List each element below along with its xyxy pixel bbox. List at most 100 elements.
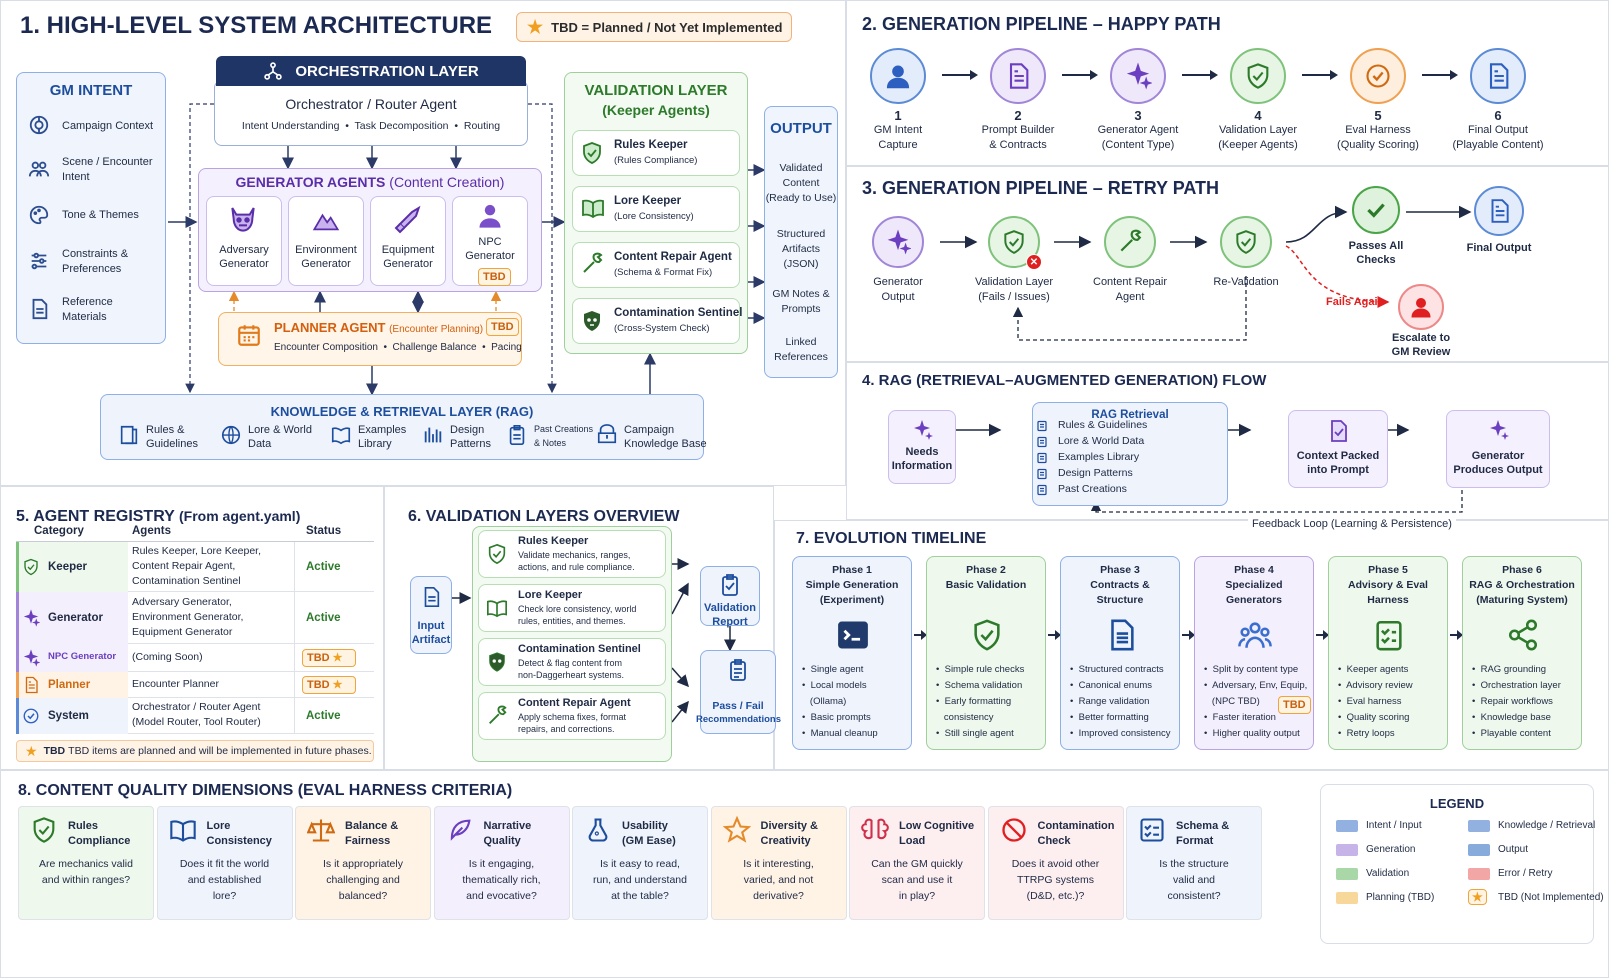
environment-generator-card xyxy=(288,196,364,286)
quality-t1-1: Lore xyxy=(206,820,231,832)
phase-2-h1: Basic Validation xyxy=(945,579,1027,591)
phase-arrow-1 xyxy=(914,630,927,640)
phase-1-bullet-0: Single agent xyxy=(810,664,864,675)
phase-4-bullet-2: (NPC TBD) xyxy=(1211,696,1260,707)
mountain-icon xyxy=(308,206,344,234)
phase-6-bullet-1: Orchestration layer xyxy=(1480,680,1561,691)
phase-6-card xyxy=(1462,556,1582,750)
legend-swatch-6 xyxy=(1336,892,1358,904)
retry-step-3-icon xyxy=(1117,229,1143,255)
orchestration-title: ORCHESTRATION LAYER xyxy=(295,62,479,80)
phase-3-bullet-2: Range validation xyxy=(1078,696,1150,707)
registry-agent-0-0: Rules Keeper, Lore Keeper, xyxy=(132,544,262,557)
equipment-generator-card xyxy=(370,196,446,286)
quality-card-0 xyxy=(18,806,154,920)
shield-check-icon xyxy=(580,140,604,166)
registry-cat-2: NPC Generator xyxy=(48,651,117,662)
happy-step-1-l1: GM Intent xyxy=(873,124,923,136)
retry-step-3-l1: Content Repair xyxy=(1093,276,1167,288)
retry-step-3-circle xyxy=(1104,216,1156,268)
output-l5: (JSON) xyxy=(783,258,819,270)
legend-item-7: TBD (Not Implemented) xyxy=(1498,892,1604,903)
happy-step-3-l1: Generator Agent xyxy=(1097,124,1179,136)
quality-q-7-1: TTRPG systems xyxy=(1016,874,1094,886)
phase-5-h0: Phase 5 xyxy=(1368,564,1408,576)
quality-icon-ban xyxy=(1000,816,1028,844)
wrench-icon xyxy=(580,252,604,276)
phase-1-bullet-4: Manual cleanup xyxy=(810,728,878,739)
retry-step-1-icon xyxy=(885,229,912,255)
registry-agent-1-2: Equipment Generator xyxy=(132,625,233,638)
quality-card-8 xyxy=(1126,806,1262,920)
phase-3-card xyxy=(1060,556,1180,750)
val-overview-d1-0: Validate mechanics, ranges, xyxy=(518,550,631,560)
registry-header-row xyxy=(16,518,374,542)
rag-list-item-1: Lore & World Data xyxy=(1058,435,1145,447)
gm-item-preferences: Preferences xyxy=(62,263,122,275)
escalate-l1: Escalate to xyxy=(1391,332,1451,344)
star-icon: ★ xyxy=(332,679,343,691)
registry-status-1: Active xyxy=(306,612,341,624)
phase-2-bullet-0: Simple rule checks xyxy=(944,664,1025,675)
rag-item-4-l1: Past Creations xyxy=(534,424,594,434)
network-icon xyxy=(263,61,283,81)
val-overview-card-3 xyxy=(478,692,666,740)
quality-t2-4: (GM Ease) xyxy=(622,835,676,847)
quality-icon-book xyxy=(169,816,197,844)
rag-item-3-l1: Design xyxy=(450,424,485,436)
s4-title: 4. RAG (RETRIEVAL–AUGMENTED GENERATION) … xyxy=(862,372,1267,389)
val-content-repair-t: Content Repair Agent xyxy=(614,251,732,263)
legend-item-6: Planning (TBD) xyxy=(1366,892,1435,903)
quality-q-5-1: varied, and not xyxy=(743,874,814,886)
happy-arrow-2 xyxy=(1062,70,1098,80)
val-overview-d1-3: Apply schema fixes, format xyxy=(518,712,627,722)
planner-title: PLANNER AGENT (Encounter Planning) xyxy=(274,320,483,337)
phase-1-icon xyxy=(836,618,870,652)
phase-5-b1: • Advisory review xyxy=(1338,680,1413,691)
phase-5-icon xyxy=(1372,618,1406,652)
report-l1: Validation xyxy=(704,602,756,614)
val-rules-keeper-d: (Rules Compliance) xyxy=(614,155,698,166)
gen-adversary-l2: Generator xyxy=(219,258,269,270)
rag-item-0-l1: Rules & xyxy=(146,424,185,436)
gen-npc-l2: Generator xyxy=(465,250,515,262)
book-icon xyxy=(118,424,140,446)
retry-step-2-circle xyxy=(988,216,1040,268)
retry-step-2-icon xyxy=(1001,229,1027,255)
phase-1-bullet-1: Local models xyxy=(810,680,867,691)
gen-equipment-l1: Equipment xyxy=(381,244,435,256)
quality-t1-0: Rules xyxy=(68,820,98,832)
phase-5-b3: • Quality scoring xyxy=(1338,712,1410,723)
report-l2: Report xyxy=(712,616,748,628)
phase-1-h0: Phase 1 xyxy=(832,564,872,576)
planner-tbd-badge: TBD xyxy=(486,318,519,336)
happy-step-3-l2: (Content Type) xyxy=(1101,139,1175,151)
happy-arrow-4 xyxy=(1302,70,1338,80)
legend-title: LEGEND xyxy=(1429,796,1485,811)
document-icon xyxy=(28,298,50,320)
s7-title: 7. EVOLUTION TIMELINE xyxy=(796,530,987,547)
happy-step-3-num: 3 xyxy=(1134,108,1142,123)
validation-report-box xyxy=(700,566,760,626)
palette-icon xyxy=(28,204,50,226)
context-l2: into Prompt xyxy=(1307,464,1369,476)
quality-q-5-0: Is it interesting, xyxy=(743,858,814,870)
legend-swatch-0 xyxy=(1336,820,1358,832)
phase-5-h2: Harness xyxy=(1367,594,1409,606)
val-overview-icon-2 xyxy=(486,650,508,674)
quality-icon-checklist xyxy=(1138,816,1166,844)
retry-step-1-circle xyxy=(872,216,924,268)
val-overview-card-1 xyxy=(478,584,666,632)
phase-4-bullet-4: Higher quality output xyxy=(1212,728,1300,739)
phase-5-bullet-3: Quality scoring xyxy=(1346,712,1410,723)
val-overview-card-0 xyxy=(478,530,666,578)
tbd-note: ★TBD = Planned / Not Yet Implemented xyxy=(516,12,792,42)
registry-divider xyxy=(294,542,295,592)
phase-5-card xyxy=(1328,556,1448,750)
quality-q-6-1: scan and use it xyxy=(881,874,953,886)
happy-step-6-icon xyxy=(1484,62,1512,90)
rag-list-item-4: Past Creations xyxy=(1058,483,1127,495)
output-l7: Prompts xyxy=(781,303,821,315)
registry-divider xyxy=(294,698,295,734)
rag-retrieval-title: RAG Retrieval xyxy=(1091,409,1169,421)
